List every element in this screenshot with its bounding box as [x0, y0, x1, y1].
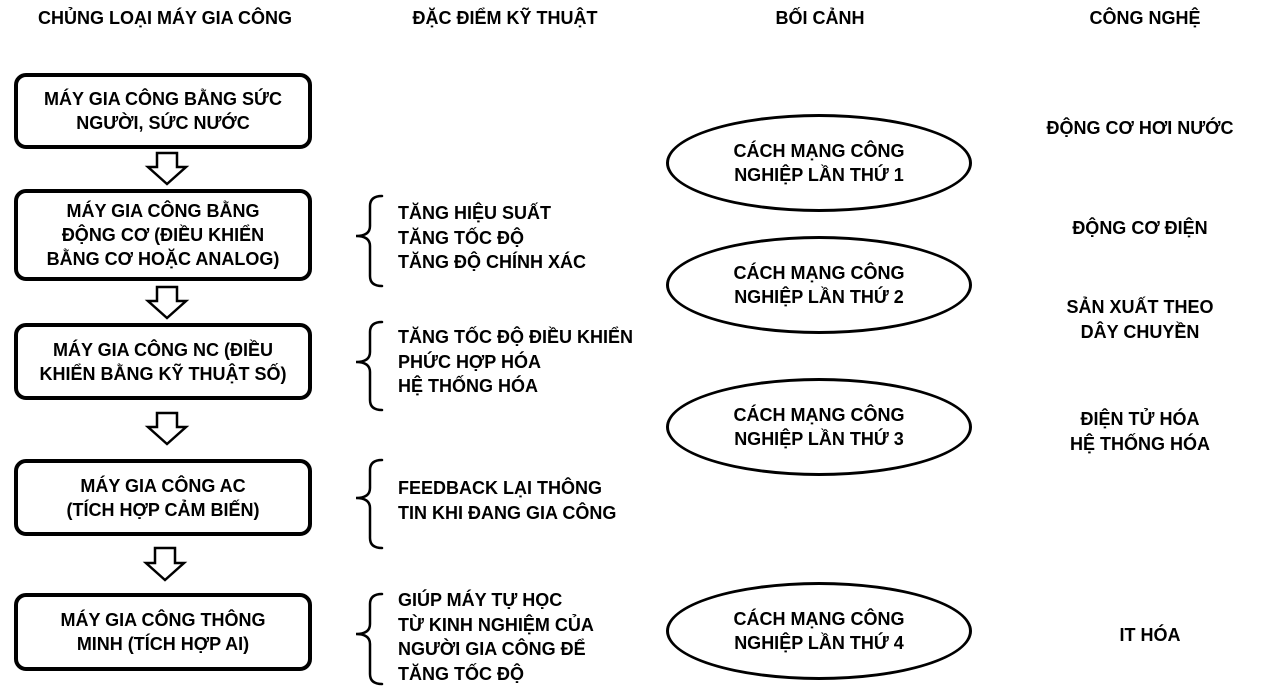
machine-label: MÁY GIA CÔNG AC (TÍCH HỢP CẢM BIẾN)	[66, 475, 260, 520]
brace-icon	[355, 592, 384, 686]
brace-icon	[355, 458, 384, 550]
feature-text-smart: GIÚP MÁY TỰ HỌC TỪ KINH NGHIỆM CỦA NGƯỜI…	[398, 590, 594, 684]
down-arrow-icon	[144, 285, 190, 320]
down-arrow-icon	[144, 151, 190, 186]
machine-label: MÁY GIA CÔNG BẰNG ĐỘNG CƠ (ĐIỀU KHIỂN BẰ…	[46, 201, 280, 269]
machine-box-nc: MÁY GIA CÔNG NC (ĐIỀU KHIỂN BẰNG KỸ THUẬ…	[14, 323, 312, 400]
machine-label: MÁY GIA CÔNG NC (ĐIỀU KHIỂN BẰNG KỸ THUẬ…	[39, 339, 287, 384]
machine-box-human-water: MÁY GIA CÔNG BẰNG SỨC NGƯỜI, SỨC NƯỚC	[14, 73, 312, 149]
machine-label: MÁY GIA CÔNG THÔNG MINH (TÍCH HỢP AI)	[60, 610, 266, 654]
revolution-label: CÁCH MẠNG CÔNG NGHIỆP LẦN THỨ 2	[733, 262, 905, 308]
machine-box-motor: MÁY GIA CÔNG BẰNG ĐỘNG CƠ (ĐIỀU KHIỂN BẰ…	[14, 189, 312, 281]
brace-icon	[355, 194, 384, 288]
machine-label: MÁY GIA CÔNG BẰNG SỨC NGƯỜI, SỨC NƯỚC	[44, 89, 282, 133]
machine-box-ac: MÁY GIA CÔNG AC (TÍCH HỢP CẢM BIẾN)	[14, 459, 312, 536]
technology-electronics: ĐIỆN TỬ HÓA HỆ THỐNG HÓA	[1069, 409, 1210, 454]
revolution-2-ellipse: CÁCH MẠNG CÔNG NGHIỆP LẦN THỨ 2	[666, 236, 972, 334]
header-machine-types: CHỦNG LOẠI MÁY GIA CÔNG	[37, 8, 292, 28]
technology-steam-engine: ĐỘNG CƠ HƠI NƯỚC	[1046, 118, 1234, 138]
technology-electric-motor: ĐỘNG CƠ ĐIỆN	[1072, 218, 1208, 238]
technology-it: IT HÓA	[1119, 625, 1181, 645]
down-arrow-icon	[142, 546, 188, 582]
feature-text-nc: TĂNG TỐC ĐỘ ĐIỀU KHIỂN PHỨC HỢP HÓA HỆ T…	[398, 327, 634, 396]
feature-text-motor: TĂNG HIỆU SUẤT TĂNG TỐC ĐỘ TĂNG ĐỘ CHÍNH…	[398, 203, 586, 272]
revolution-label: CÁCH MẠNG CÔNG NGHIỆP LẦN THỨ 3	[733, 404, 905, 450]
revolution-1-ellipse: CÁCH MẠNG CÔNG NGHIỆP LẦN THỨ 1	[666, 114, 972, 212]
revolution-label: CÁCH MẠNG CÔNG NGHIỆP LẦN THỨ 1	[733, 140, 905, 186]
machine-box-smart: MÁY GIA CÔNG THÔNG MINH (TÍCH HỢP AI)	[14, 593, 312, 671]
revolution-3-ellipse: CÁCH MẠNG CÔNG NGHIỆP LẦN THỨ 3	[666, 378, 972, 476]
header-technical-features: ĐẶC ĐIỂM KỸ THUẬT	[412, 8, 598, 28]
revolution-4-ellipse: CÁCH MẠNG CÔNG NGHIỆP LẦN THỨ 4	[666, 582, 972, 680]
revolution-label: CÁCH MẠNG CÔNG NGHIỆP LẦN THỨ 4	[733, 608, 905, 654]
down-arrow-icon	[144, 411, 190, 446]
feature-text-ac: FEEDBACK LẠI THÔNG TIN KHI ĐANG GIA CÔNG	[398, 478, 617, 523]
brace-icon	[355, 320, 384, 412]
technology-assembly-line: SẢN XUẤT THEO DÂY CHUYỀN	[1066, 297, 1214, 342]
header-context: BỐI CẢNH	[775, 8, 865, 28]
header-technology: CÔNG NGHỆ	[1089, 8, 1201, 28]
